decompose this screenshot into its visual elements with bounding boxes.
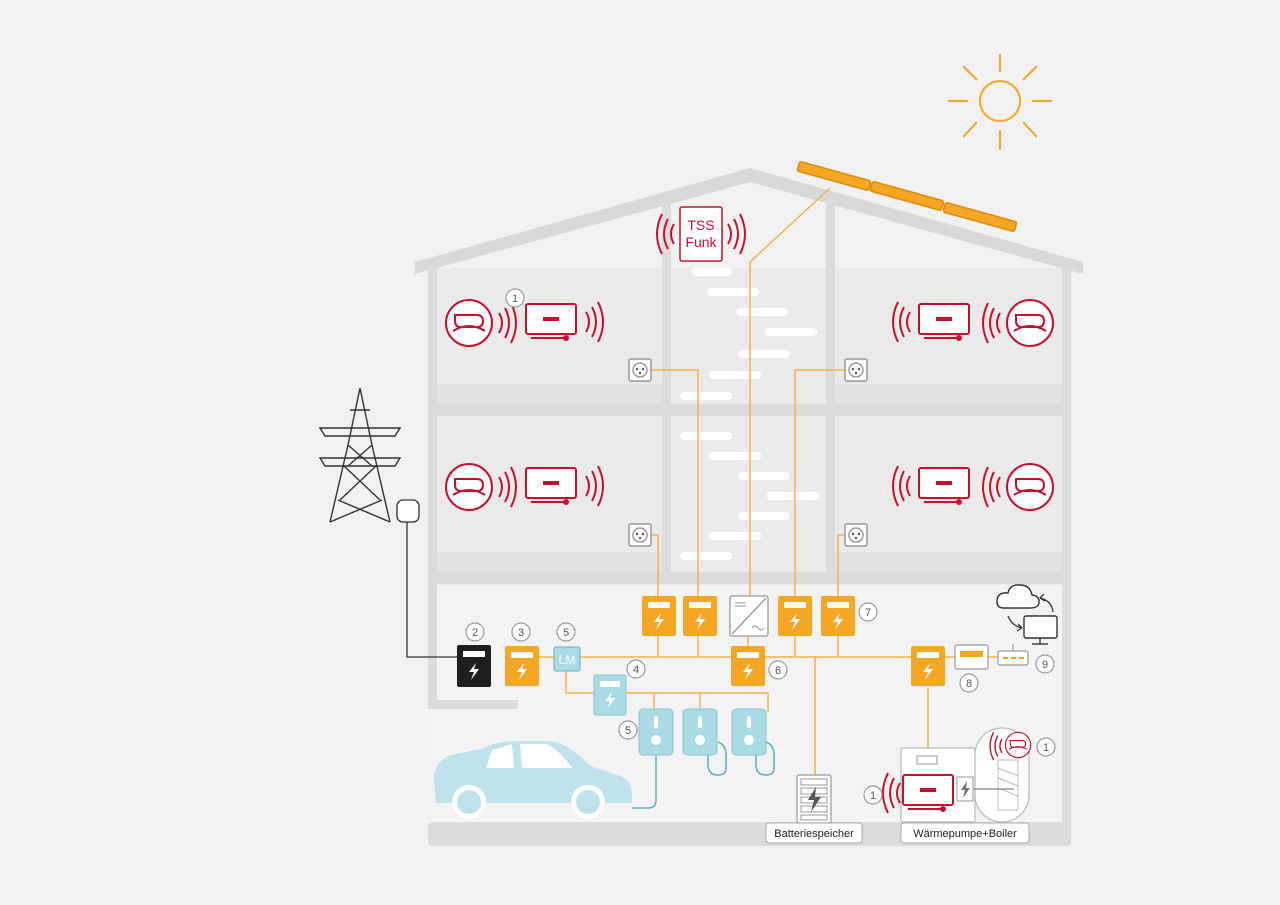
electric-meter-icon xyxy=(821,596,855,636)
battery-label: Batteriespeicher xyxy=(774,828,854,840)
grid-cable xyxy=(406,522,458,658)
smart-meter-gateway xyxy=(954,644,989,670)
marker-5-lm: 5 xyxy=(556,622,576,642)
boiler xyxy=(956,727,1032,823)
electric-meter-icon xyxy=(683,596,717,636)
marker-label: 4 xyxy=(633,664,639,676)
marker-1-top: 1 xyxy=(505,288,525,308)
marker-label: 1 xyxy=(870,790,876,802)
electric-car-icon xyxy=(434,741,632,819)
heatpump-meter-icon xyxy=(911,646,945,686)
marker-2: 2 xyxy=(465,622,485,642)
tss-label-1: TSS xyxy=(687,217,714,233)
power-socket-icon xyxy=(844,358,868,382)
electric-meter-icon xyxy=(642,596,676,636)
marker-5-wallbox: 5 xyxy=(618,720,638,740)
battery-storage xyxy=(796,774,832,824)
marker-6: 6 xyxy=(768,660,788,680)
wallbox-icon xyxy=(638,708,674,756)
electric-meter-icon xyxy=(778,596,812,636)
load-manager-label: LM xyxy=(559,653,576,667)
power-pylon-icon xyxy=(318,387,402,523)
marker-4: 4 xyxy=(626,659,646,679)
sun-icon xyxy=(948,54,1052,150)
solar-panels xyxy=(796,161,1018,232)
load-manager: LM xyxy=(553,646,581,672)
cloud-icon xyxy=(996,584,1040,609)
marker-label: 7 xyxy=(865,607,871,619)
marker-1-heatpump: 1 xyxy=(863,785,883,805)
battery-label-box: Batteriespeicher xyxy=(765,822,863,844)
marker-label: 5 xyxy=(563,627,569,639)
tss-label-2: Funk xyxy=(685,234,717,250)
tss-funk-transmitter: TSS Funk xyxy=(656,206,746,262)
pv-meter-icon xyxy=(731,646,765,686)
marker-label: 6 xyxy=(775,665,781,677)
main-grid-meter xyxy=(457,645,491,687)
marker-9: 9 xyxy=(1035,654,1055,674)
ev-meter-icon xyxy=(593,674,627,716)
charging-cables xyxy=(632,741,775,809)
marker-label: 1 xyxy=(1043,742,1049,754)
marker-label: 3 xyxy=(518,627,524,639)
electric-meter-icon xyxy=(505,646,539,686)
power-socket-icon xyxy=(628,523,652,547)
marker-8: 8 xyxy=(959,673,979,693)
marker-label: 9 xyxy=(1042,659,1048,671)
marker-label: 2 xyxy=(472,627,478,639)
house-connection-box xyxy=(396,499,420,523)
marker-label: 8 xyxy=(966,678,972,690)
router-icon xyxy=(997,644,1029,666)
power-wiring xyxy=(530,187,998,790)
marker-3: 3 xyxy=(511,622,531,642)
solar-inverter xyxy=(729,595,769,637)
wallbox-icon xyxy=(682,708,718,756)
power-socket-icon xyxy=(844,523,868,547)
marker-label: 1 xyxy=(512,293,518,305)
heat-pump xyxy=(882,747,976,823)
marker-1-boiler: 1 xyxy=(1036,737,1056,757)
marker-label: 5 xyxy=(625,725,631,737)
monitor-icon xyxy=(1023,615,1058,645)
marker-7: 7 xyxy=(858,602,878,622)
heatpump-label: Wärmepumpe+Boiler xyxy=(913,828,1017,840)
power-socket-icon xyxy=(628,358,652,382)
wallbox-icon xyxy=(731,708,767,756)
heatpump-label-box: Wärmepumpe+Boiler xyxy=(900,822,1030,844)
